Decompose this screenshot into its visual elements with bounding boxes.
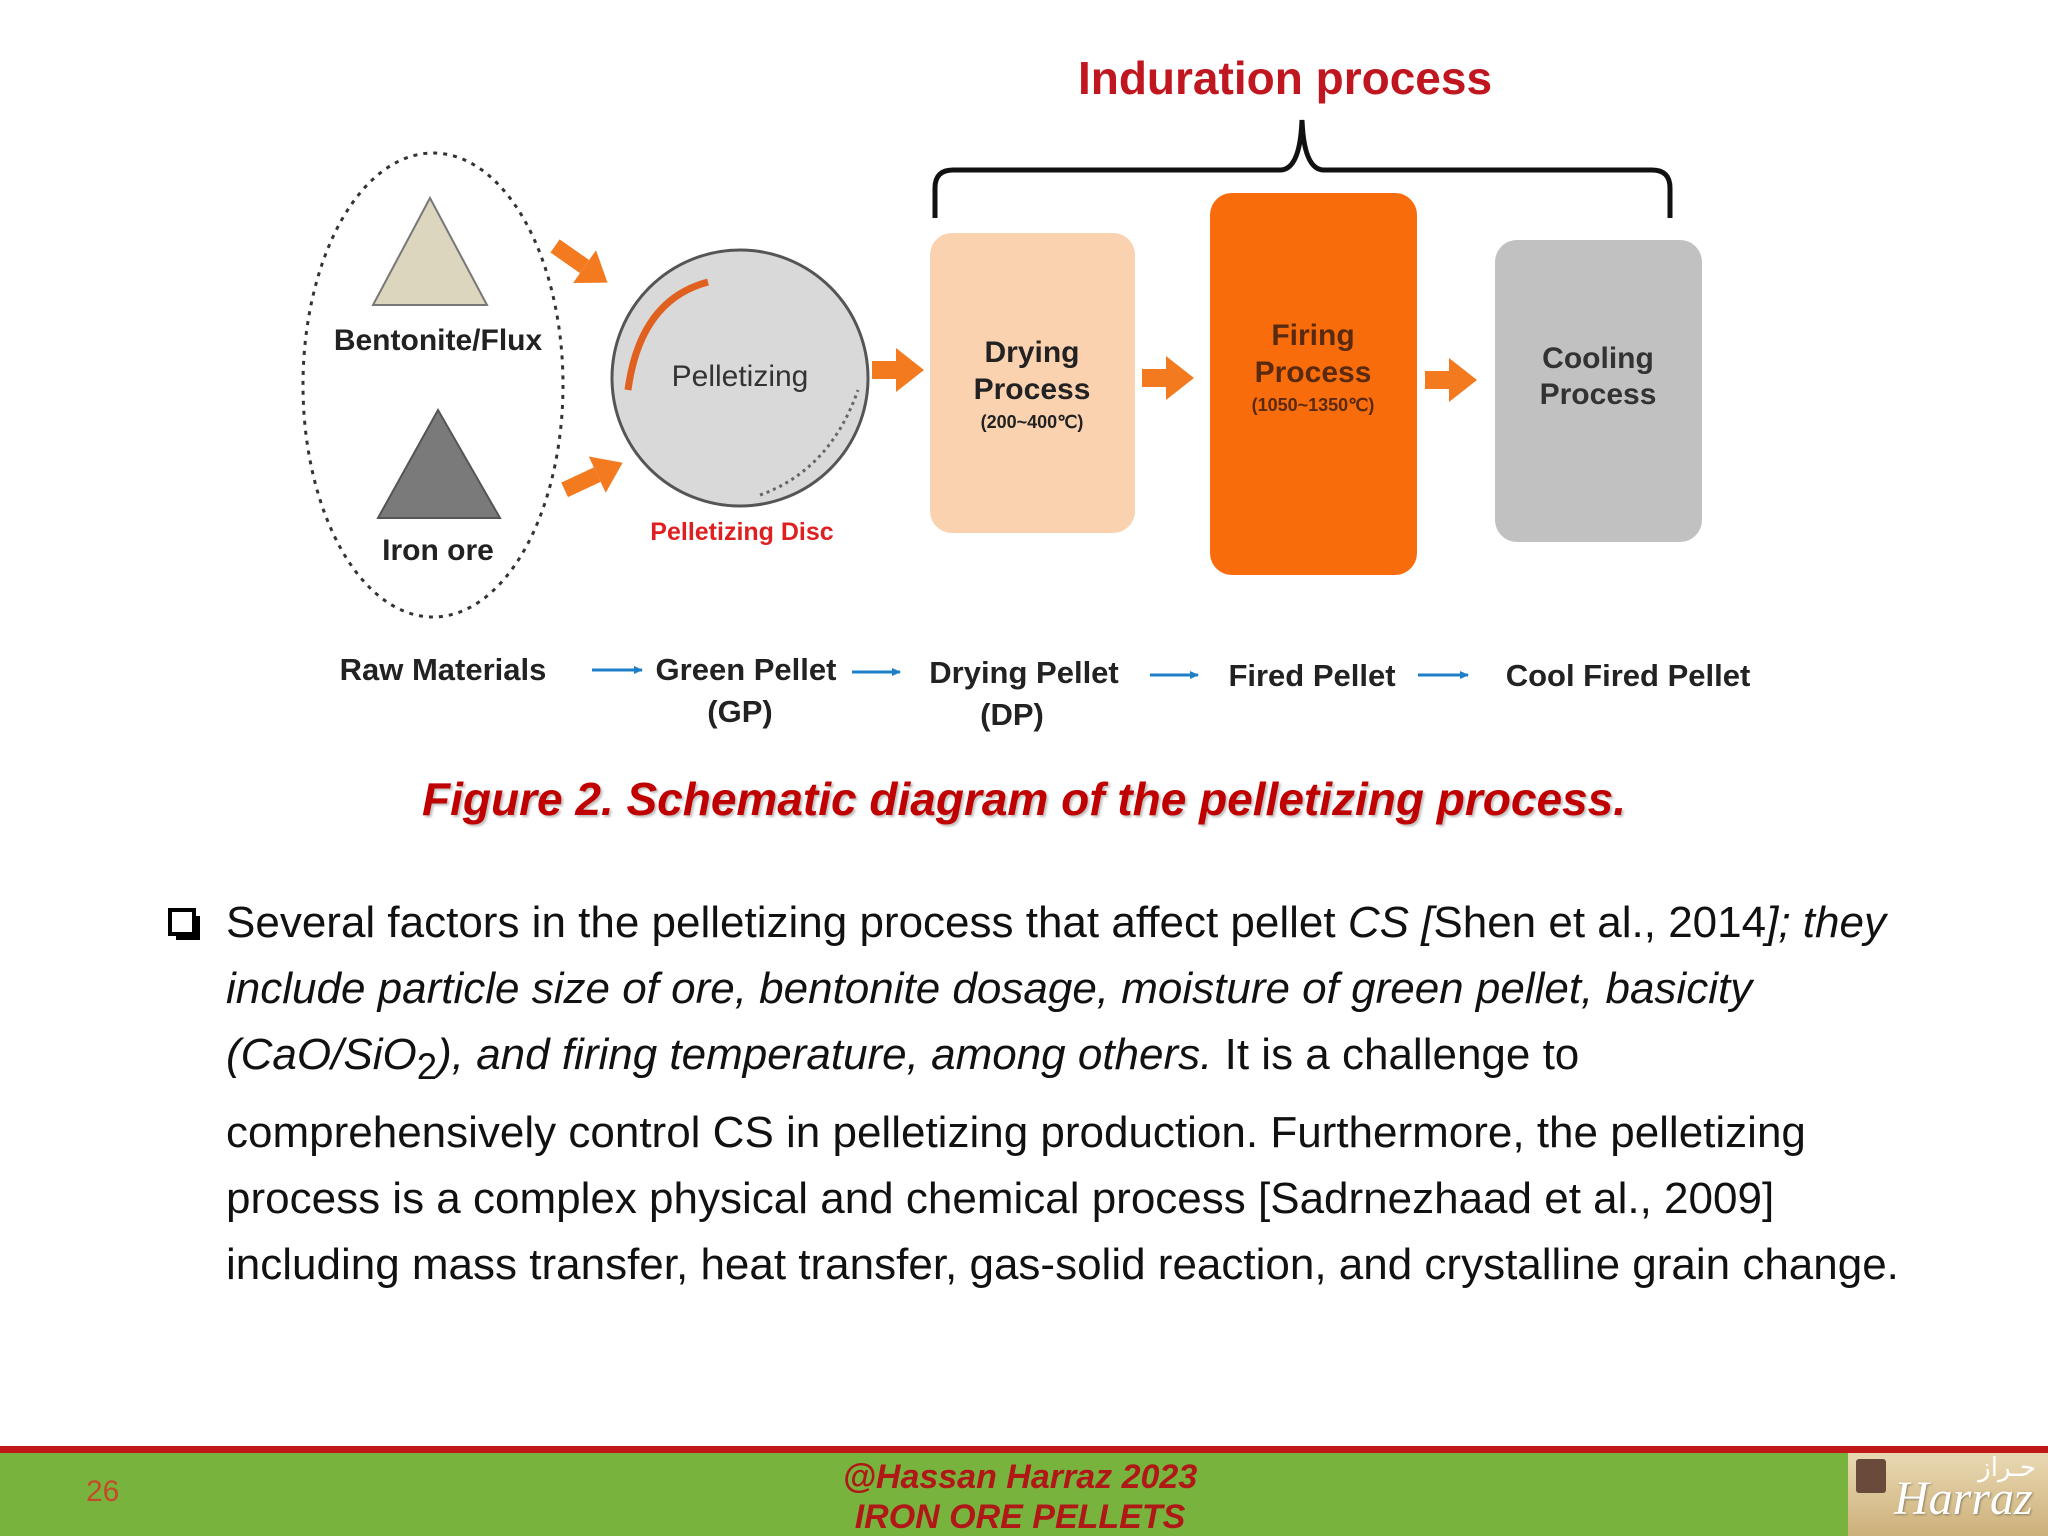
flow-raw-materials: Raw Materials [340, 652, 547, 687]
bentonite-label: Bentonite/Flux [334, 324, 543, 357]
author-photo [1856, 1459, 1886, 1493]
firing-line2: Process [1255, 356, 1372, 389]
induration-header: Induration process [1078, 52, 1492, 104]
drying-temp: (200~400℃) [981, 412, 1084, 432]
bullet-paragraph: Several factors in the pelletizing proce… [160, 890, 1900, 1298]
drying-process-box [930, 233, 1135, 533]
paragraph-text: Several factors in the pelletizing proce… [226, 890, 1900, 1298]
firing-temp: (1050~1350℃) [1252, 395, 1375, 415]
arrow-drying-to-firing [1142, 356, 1194, 400]
footer-credit: @Hassan Harraz 2023 IRON ORE PELLETS [740, 1457, 1300, 1537]
induration-brace [932, 119, 1673, 218]
pelletizing-diagram: Induration process Bentonite/Flux Iron o… [301, 52, 1751, 732]
drying-line1: Drying [984, 336, 1079, 369]
cooling-line2: Process [1540, 378, 1657, 411]
arrow-iron-ore-to-disc [561, 456, 623, 498]
disc-rotation-arrow [624, 278, 709, 391]
para-part6: It is a challenge to comprehensively con… [226, 1030, 1899, 1289]
footer-bar: 26 @Hassan Harraz 2023 IRON ORE PELLETS … [0, 1446, 2048, 1536]
harraz-logo: حـراز Harraz [1848, 1453, 2048, 1536]
para-part1: Several factors in the pelletizing proce… [226, 898, 1348, 947]
checkbox-bullet-icon [168, 908, 200, 940]
disc-label: Pelletizing [672, 360, 809, 393]
disc-caption: Pelletizing Disc [650, 518, 833, 546]
flow-drying-pellet: Drying Pellet [929, 655, 1119, 690]
iron-ore-label: Iron ore [382, 534, 494, 567]
logo-arabic-text: حـراز [1978, 1453, 2036, 1483]
flow-green-pellet: Green Pellet [656, 652, 837, 687]
page-number: 26 [86, 1475, 120, 1508]
para-part2: [ [1408, 898, 1434, 947]
pelletizing-disc [610, 248, 870, 508]
figure-caption: Figure 2. Schematic diagram of the pelle… [422, 773, 1626, 825]
para-cs: CS [1347, 898, 1409, 947]
para-part4: ]; they include particle size of ore, be… [226, 898, 1886, 1079]
flow-green-pellet-abbr: (GP) [707, 694, 772, 729]
arrow-disc-to-drying [872, 348, 924, 392]
drying-line2: Process [974, 373, 1091, 406]
flow-cool-fired-pellet: Cool Fired Pellet [1506, 658, 1751, 693]
flow-drying-pellet-abbr: (DP) [980, 697, 1044, 732]
para-part3: Shen et al., 2014 [1433, 898, 1767, 947]
cooling-line1: Cooling [1542, 342, 1654, 375]
iron-ore-triangle [376, 407, 502, 519]
logo-text: Harraz [1894, 1472, 2033, 1525]
firing-line1: Firing [1271, 319, 1354, 352]
footer-line2: IRON ORE PELLETS [854, 1498, 1186, 1536]
cooling-process-box [1495, 240, 1702, 542]
footer-line1: @Hassan Harraz 2023 [842, 1458, 1198, 1496]
disc-pellets [759, 389, 860, 497]
para-sub: 2 [416, 1045, 438, 1087]
arrow-firing-to-cooling [1425, 358, 1477, 402]
raw-materials-group [301, 151, 565, 619]
para-part5: ), and firing temperature, among others. [437, 1030, 1213, 1079]
arrow-bentonite-to-disc [550, 239, 608, 283]
firing-process-box [1210, 193, 1417, 575]
bentonite-triangle [371, 195, 489, 306]
flow-fired-pellet: Fired Pellet [1228, 658, 1395, 693]
